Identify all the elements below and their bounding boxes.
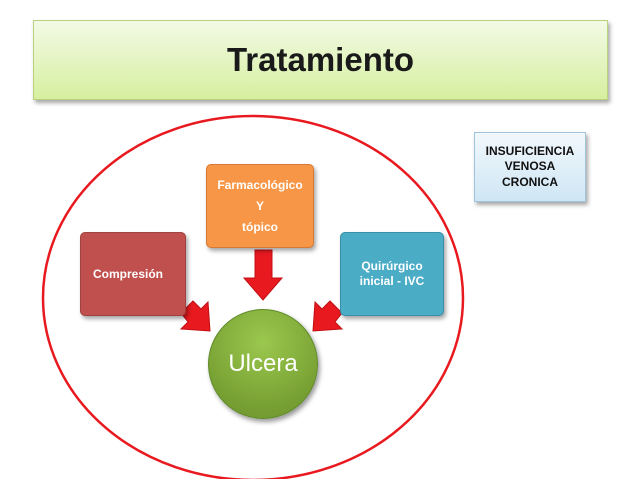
outer-ellipse bbox=[41, 114, 465, 479]
arrow-quirurgico-to-ulcera bbox=[312, 300, 344, 332]
node-quirurgico: Quirúrgico inicial - IVC bbox=[340, 232, 444, 316]
arrow-farmacologico-to-ulcera bbox=[242, 249, 284, 301]
node-quirurgico-line-2: inicial - IVC bbox=[359, 274, 425, 288]
node-compresion-label: Compresión bbox=[93, 266, 164, 281]
page-title: Tratamiento bbox=[226, 41, 415, 78]
title-banner: Tratamiento bbox=[33, 20, 608, 100]
node-farmacologico-line-3: tópico bbox=[242, 219, 278, 234]
note-insuficiencia-venosa: INSUFICIENCIA VENOSA CRONICA bbox=[474, 132, 586, 202]
node-farmacologico-line-1: Farmacológico bbox=[217, 177, 303, 192]
note-line-1: INSUFICIENCIA bbox=[485, 143, 575, 158]
node-compresion: Compresión bbox=[80, 232, 186, 316]
node-farmacologico: Farmacológico Y tópico bbox=[206, 164, 314, 248]
node-ulcera: Ulcera bbox=[208, 309, 318, 419]
arrow-compresion-to-ulcera bbox=[179, 300, 211, 332]
node-ulcera-label: Ulcera bbox=[228, 350, 298, 377]
note-line-2: VENOSA bbox=[504, 159, 556, 174]
node-farmacologico-line-2: Y bbox=[255, 198, 264, 213]
node-quirurgico-line-1: Quirúrgico bbox=[361, 259, 423, 273]
note-line-3: CRONICA bbox=[502, 174, 558, 189]
